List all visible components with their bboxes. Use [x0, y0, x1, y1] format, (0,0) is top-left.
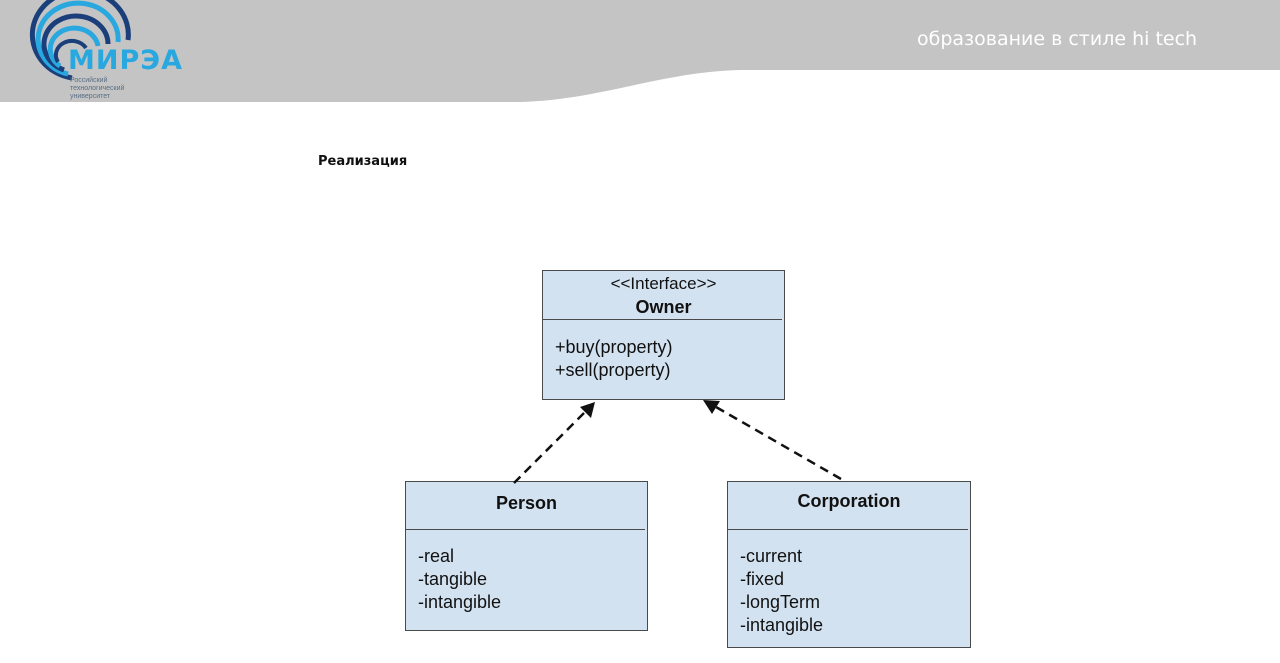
class-member: -intangible: [418, 592, 502, 612]
interface-member: +buy(property): [555, 337, 673, 357]
class-corporation-name: Corporation: [797, 491, 901, 511]
header-slogan: образование в стиле hi tech: [917, 28, 1198, 50]
class-corporation-members: -current -fixed -longTerm -intangible: [740, 545, 823, 637]
logo-subtitle-line-1: Российский: [70, 77, 108, 84]
banner-background: [0, 0, 1280, 102]
header-banner: [0, 0, 1280, 102]
arrow-corporation-to-owner: [703, 400, 842, 481]
class-corporation-box: Corporation -current -fixed -longTerm -i…: [727, 481, 971, 648]
arrowhead-icon: [580, 402, 595, 418]
logo-subtitle-line-2: технологический: [70, 85, 125, 92]
slide-title: Реализация: [318, 154, 408, 169]
class-person-divider: [406, 529, 645, 530]
class-member: -longTerm: [740, 592, 821, 612]
class-person-box: Person -real -tangible -intangible: [405, 481, 648, 631]
interface-divider: [543, 319, 782, 320]
class-person-members: -real -tangible -intangible: [418, 545, 501, 614]
class-member: -real: [418, 546, 455, 566]
logo-wordmark: МИРЭА: [68, 45, 183, 76]
arrowhead-icon: [703, 400, 720, 414]
interface-member: +sell(property): [555, 360, 671, 380]
interface-stereotype: <<Interface>>: [610, 274, 717, 293]
logo-subtitle-line-3: университет: [70, 93, 111, 100]
interface-owner-box: <<Interface>> Owner +buy(property) +sell…: [542, 270, 785, 400]
interface-name: Owner: [635, 297, 692, 317]
class-member: -intangible: [740, 615, 824, 635]
class-person-name: Person: [495, 493, 558, 513]
class-member: -current: [740, 546, 803, 566]
class-member: -fixed: [740, 569, 785, 589]
interface-members: +buy(property) +sell(property): [555, 336, 673, 382]
logo-arcs-icon: [29, 0, 131, 81]
class-member: -tangible: [418, 569, 488, 589]
arrow-person-to-owner: [513, 402, 595, 484]
class-corporation-divider: [728, 529, 968, 530]
